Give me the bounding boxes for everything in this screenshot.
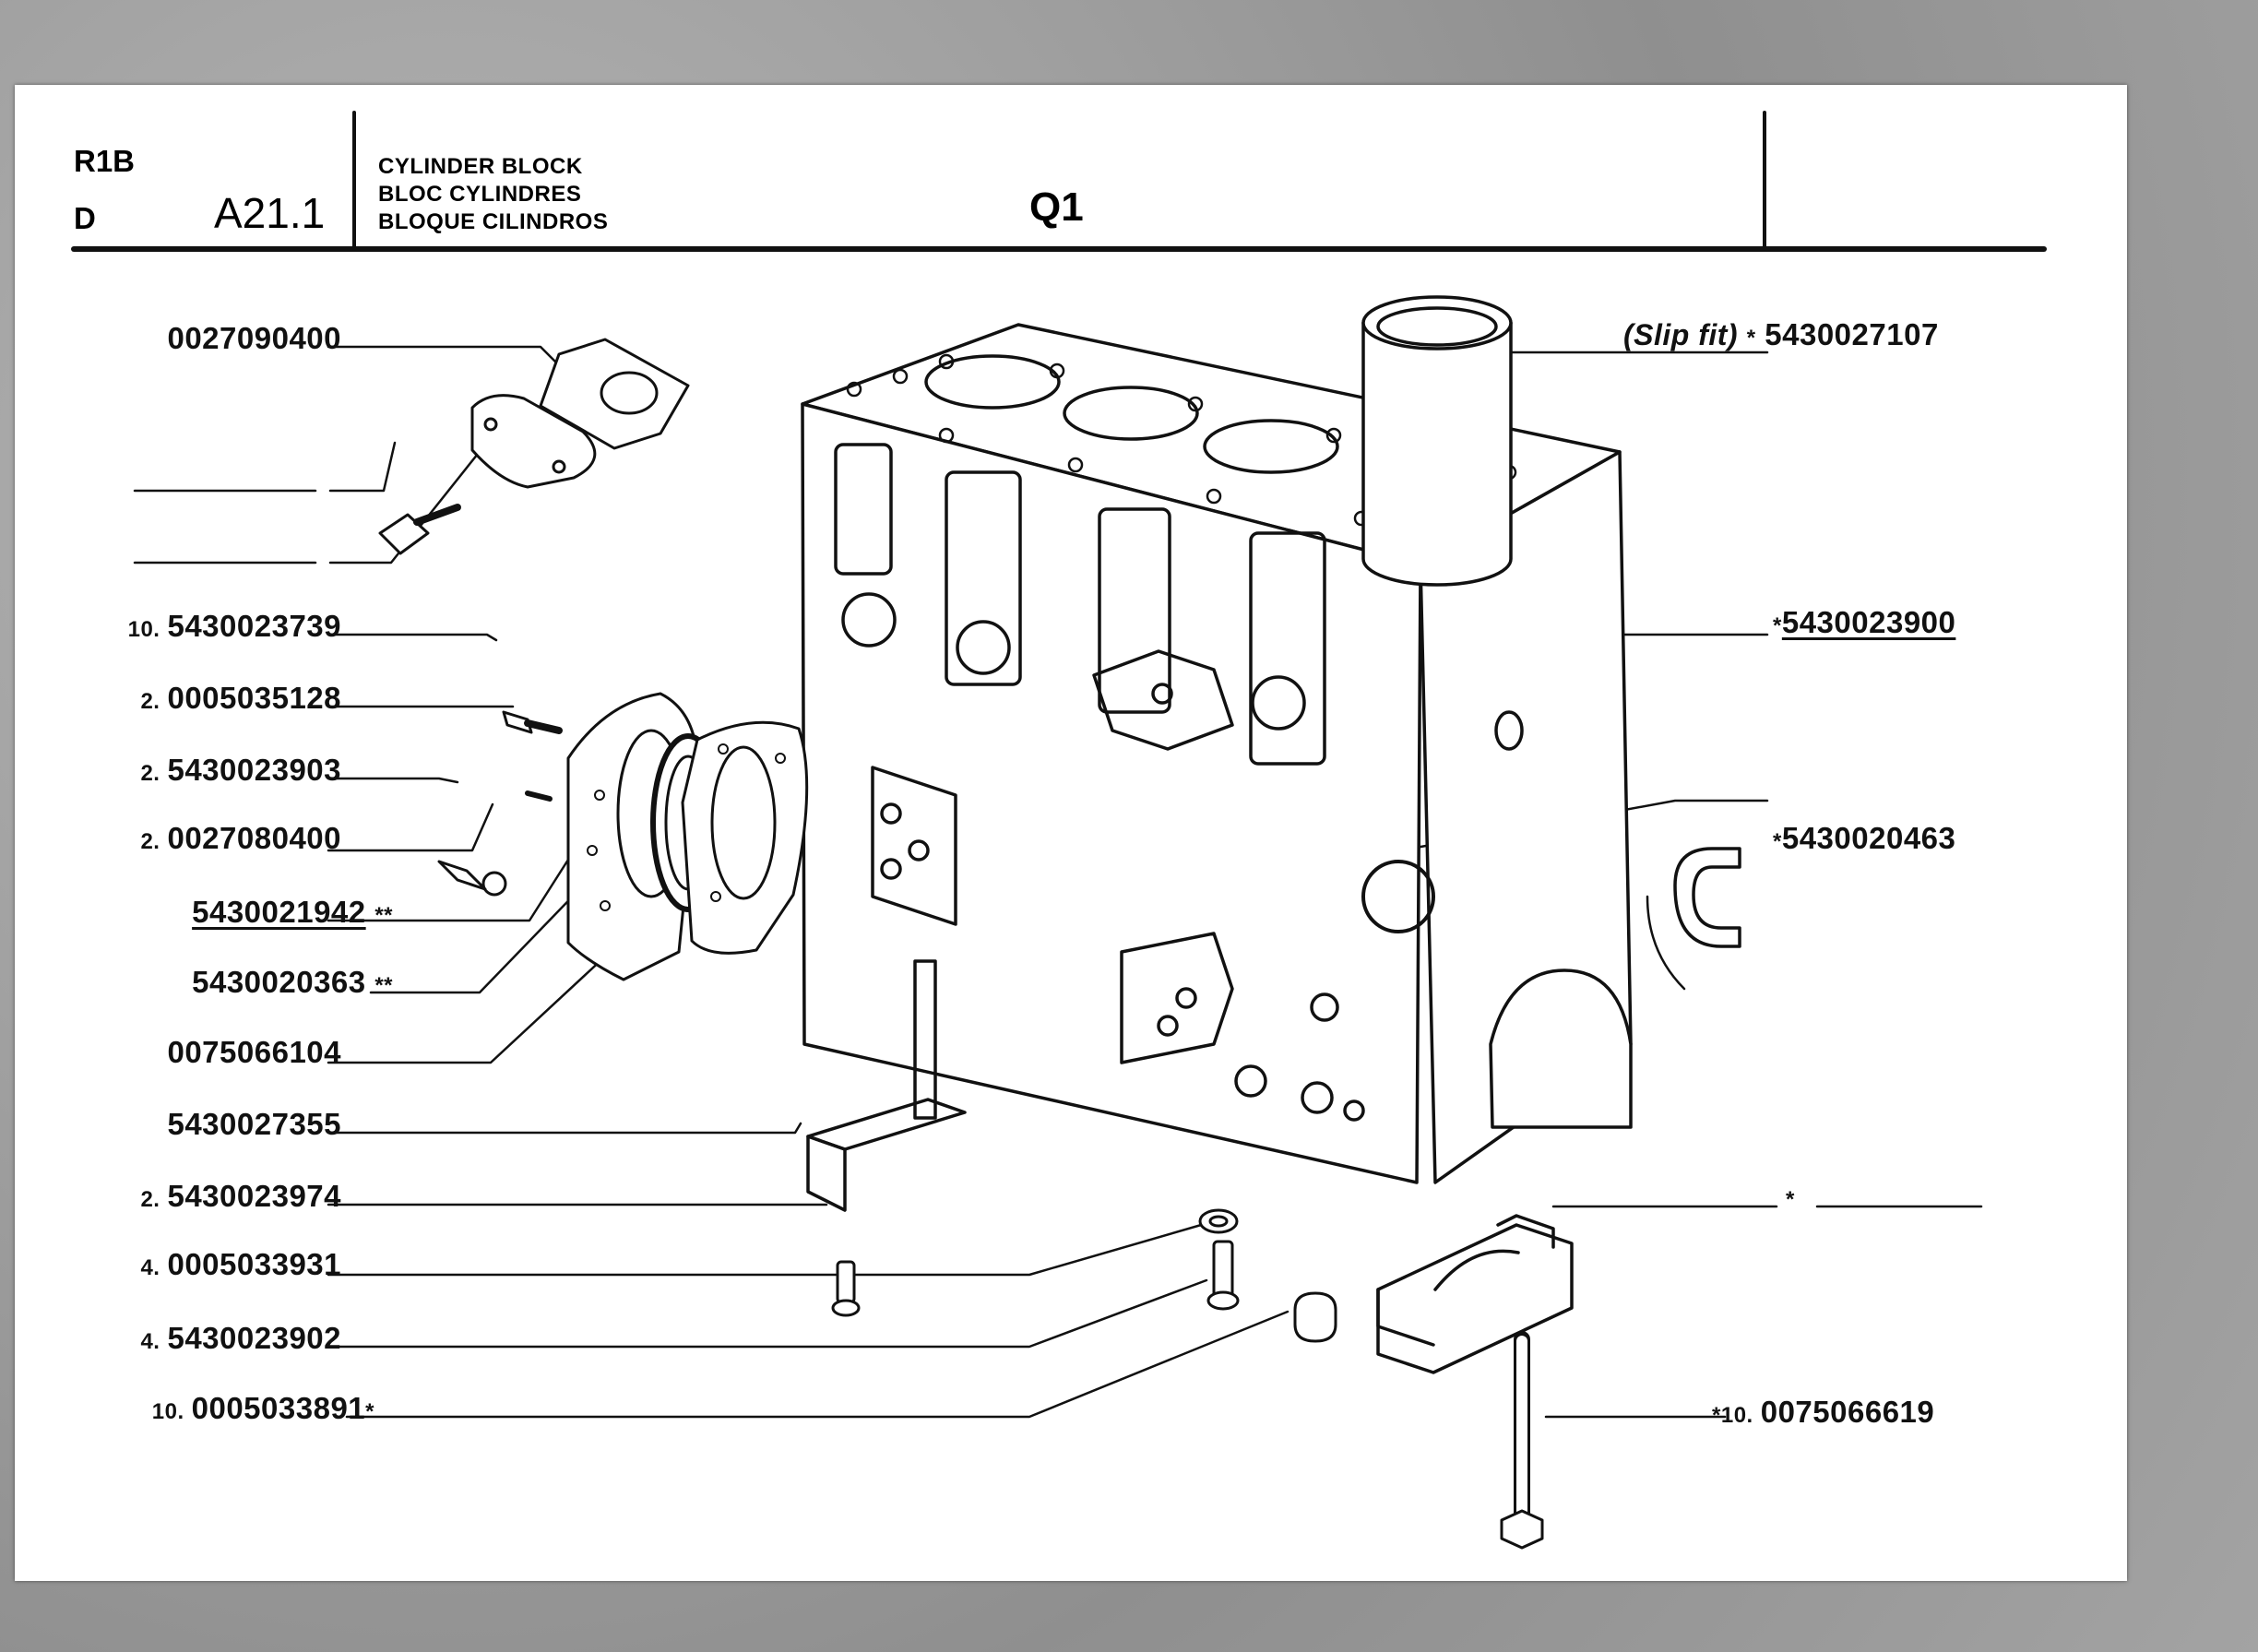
part-number: 0075066104 <box>167 1035 341 1069</box>
note-mark: * <box>365 1399 374 1424</box>
part-row: 2.0005035128 <box>140 681 341 715</box>
part-row: (Slip fit) * 5430027107 <box>1623 317 1939 352</box>
part-number: 5430023902 <box>167 1321 341 1355</box>
title-block: CYLINDER BLOCK BLOC CYLINDRES BLOQUE CIL… <box>378 153 608 236</box>
title-english: CYLINDER BLOCK <box>378 154 583 179</box>
part-number: 0005033931 <box>167 1247 341 1281</box>
part-row: 10.5430023739 <box>127 609 341 643</box>
part-row: 4.0005033931 <box>140 1247 341 1281</box>
part-number: 0027080400 <box>167 821 341 855</box>
exploded-view-drawing <box>71 111 2047 1550</box>
cover-gasket-group <box>378 338 690 555</box>
part-number: 5430023974 <box>167 1179 341 1213</box>
part-row: 0075066104 <box>167 1035 341 1070</box>
rear-seal-assembly <box>437 692 809 981</box>
part-row: 4.5430023902 <box>140 1321 341 1355</box>
cylinder-block <box>801 323 1633 1212</box>
part-number: 5430020463 <box>1781 821 1956 855</box>
note-mark: * <box>1773 613 1782 638</box>
fasteners <box>831 1208 1544 1550</box>
note-mark: * <box>1712 1403 1721 1428</box>
note-mark: * <box>1746 326 1756 351</box>
note-mark: * <box>1773 829 1782 854</box>
part-row: 5430020363 ** <box>192 965 393 1000</box>
title-french: BLOC CYLINDRES <box>378 182 582 207</box>
title-spanish: BLOQUE CILINDROS <box>378 209 609 234</box>
part-row: *5430020463 <box>1773 821 1955 856</box>
part-number: 0027090400 <box>167 321 341 355</box>
bearing-shell <box>1646 847 1741 991</box>
note-mark: * <box>1786 1187 1795 1212</box>
part-number: 5430023903 <box>167 753 341 787</box>
catalog-page: R1B D A21.1 CYLINDER BLOCK BLOC CYLINDRE… <box>15 85 2127 1581</box>
part-row: 10.0005033891* <box>151 1391 374 1425</box>
group-code: Q1 <box>1029 184 1084 230</box>
part-number: 5430027355 <box>167 1107 341 1141</box>
part-number: 5430021942 <box>192 895 366 929</box>
fit-note: (Slip fit) <box>1623 318 1739 351</box>
part-number: 0005035128 <box>167 681 341 715</box>
part-row: 5430021942 ** <box>192 895 393 930</box>
bearing-cap <box>1376 1214 1574 1374</box>
part-row: *10.0075066619 <box>1712 1395 1935 1429</box>
part-row: 0027090400 <box>160 321 341 356</box>
header-rules <box>71 111 2047 252</box>
part-number: 0005033891 <box>191 1391 366 1425</box>
model-code: R1B <box>74 144 136 178</box>
part-row: 2.5430023974 <box>140 1179 341 1213</box>
part-number: 5430027107 <box>1765 317 1939 351</box>
part-row: 5430027355 <box>167 1107 341 1142</box>
part-row: *5430023900 <box>1773 605 1955 640</box>
page-number: A21.1 <box>214 189 326 237</box>
part-row: 2.0027080400 <box>140 821 341 855</box>
language-code: D <box>74 201 96 235</box>
part-row: 2.5430023903 <box>140 753 341 787</box>
part-row: * <box>1786 1179 1795 1214</box>
part-number: 5430023900 <box>1781 605 1956 639</box>
part-number: 5430020363 <box>192 965 366 999</box>
part-number: 0075066619 <box>1760 1395 1935 1429</box>
cylinder-liner <box>1361 295 1513 587</box>
part-number: 5430023739 <box>167 609 341 643</box>
